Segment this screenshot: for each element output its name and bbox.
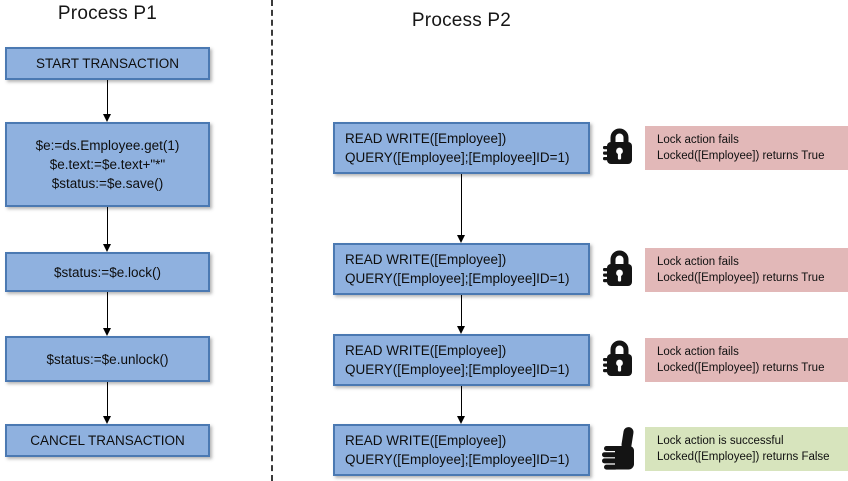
box-text: $e.text:=$e.text+"*" — [49, 157, 166, 172]
flow-arrow — [102, 80, 111, 122]
p1-box-unlock: $status:=$e.unlock() — [5, 336, 210, 382]
box-text: READ WRITE([Employee]) — [345, 131, 507, 146]
status-text: Locked([Employee]) returns True — [657, 362, 825, 374]
process-p1-title: Process P1 — [57, 3, 158, 24]
flow-arrow — [456, 174, 465, 243]
p2-box-readwrite-4: READ WRITE([Employee]) QUERY([Employee];… — [333, 424, 590, 476]
status-box-lock-fails-3: Lock action fails Locked([Employee]) ret… — [645, 338, 848, 382]
status-text: Lock action is successful — [657, 435, 784, 447]
p1-box-lock: $status:=$e.lock() — [5, 252, 210, 292]
box-text: QUERY([Employee];[Employee]ID=1) — [345, 362, 570, 377]
flow-arrow — [102, 207, 111, 252]
p1-box-cancel-transaction: CANCEL TRANSACTION — [5, 424, 210, 457]
box-text: CANCEL TRANSACTION — [30, 433, 185, 448]
status-text: Lock action fails — [657, 256, 739, 268]
box-text: $status:=$e.unlock() — [46, 351, 169, 367]
flow-arrow — [456, 386, 465, 424]
box-text: READ WRITE([Employee]) — [345, 343, 507, 358]
status-text: Locked([Employee]) returns False — [657, 451, 830, 463]
flow-arrow — [102, 382, 111, 424]
status-box-lock-fails-2: Lock action fails Locked([Employee]) ret… — [645, 248, 848, 292]
box-text: QUERY([Employee];[Employee]ID=1) — [345, 271, 570, 286]
p2-box-readwrite-1: READ WRITE([Employee]) QUERY([Employee];… — [333, 122, 590, 174]
process-divider-dashed-line — [271, 0, 273, 481]
p2-box-readwrite-2: READ WRITE([Employee]) QUERY([Employee];… — [333, 243, 590, 295]
p2-box-readwrite-3: READ WRITE([Employee]) QUERY([Employee];… — [333, 334, 590, 386]
box-text: START TRANSACTION — [35, 56, 180, 71]
status-text: Locked([Employee]) returns True — [657, 150, 825, 162]
box-text: QUERY([Employee];[Employee]ID=1) — [345, 452, 570, 467]
box-text: READ WRITE([Employee]) — [345, 433, 507, 448]
process-p2-title: Process P2 — [411, 10, 512, 31]
thumbs-up-icon — [600, 426, 640, 477]
box-text: READ WRITE([Employee]) — [345, 252, 507, 267]
lock-icon — [602, 338, 636, 385]
box-text: QUERY([Employee];[Employee]ID=1) — [345, 150, 570, 165]
box-text: $e:=ds.Employee.get(1) — [35, 138, 180, 153]
status-text: Lock action fails — [657, 134, 739, 146]
status-box-lock-fails-1: Lock action fails Locked([Employee]) ret… — [645, 126, 848, 170]
box-text: $status:=$e.save() — [51, 176, 164, 191]
lock-icon — [602, 126, 636, 173]
p1-box-start-transaction: START TRANSACTION — [5, 47, 210, 80]
status-text: Locked([Employee]) returns True — [657, 272, 825, 284]
lock-icon — [602, 248, 636, 295]
box-text: $status:=$e.lock() — [54, 264, 161, 280]
p1-box-get-save: $e:=ds.Employee.get(1) $e.text:=$e.text+… — [5, 122, 210, 207]
status-box-lock-success: Lock action is successful Locked([Employ… — [645, 427, 848, 471]
flow-arrow — [102, 292, 111, 336]
status-text: Lock action fails — [657, 346, 739, 358]
flow-arrow — [456, 295, 465, 334]
